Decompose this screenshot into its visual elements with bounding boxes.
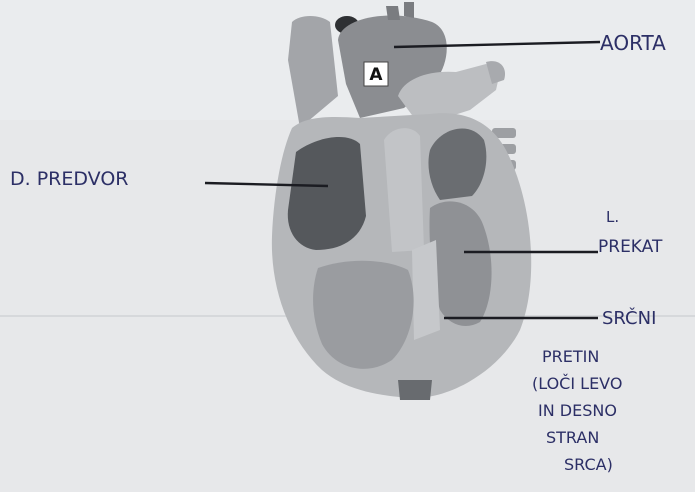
septum-note-line: SRCA) [564,455,613,474]
septum-note-line: (LOČI LEVO [532,374,622,393]
septum-note-line: STRAN [546,428,599,447]
septum-label: SRČNI [602,307,656,329]
left-ventricle-label-line1: L. [606,208,619,226]
septum-note-line: IN DESNO [538,401,617,420]
vena-cava-inferior [398,380,432,400]
septum-wall [412,240,440,340]
figure-label-letter: A [369,65,383,85]
septum-note-line: PRETIN [542,347,599,366]
heart-illustration [272,2,531,400]
right-atrium-label: D. PREDVOR [10,168,129,190]
aorta-label: AORTA [600,31,666,55]
right-atrium-chamber [288,137,366,250]
figure-label-box: A [364,62,388,86]
left-ventricle-label-line2: PREKAT [598,237,663,257]
